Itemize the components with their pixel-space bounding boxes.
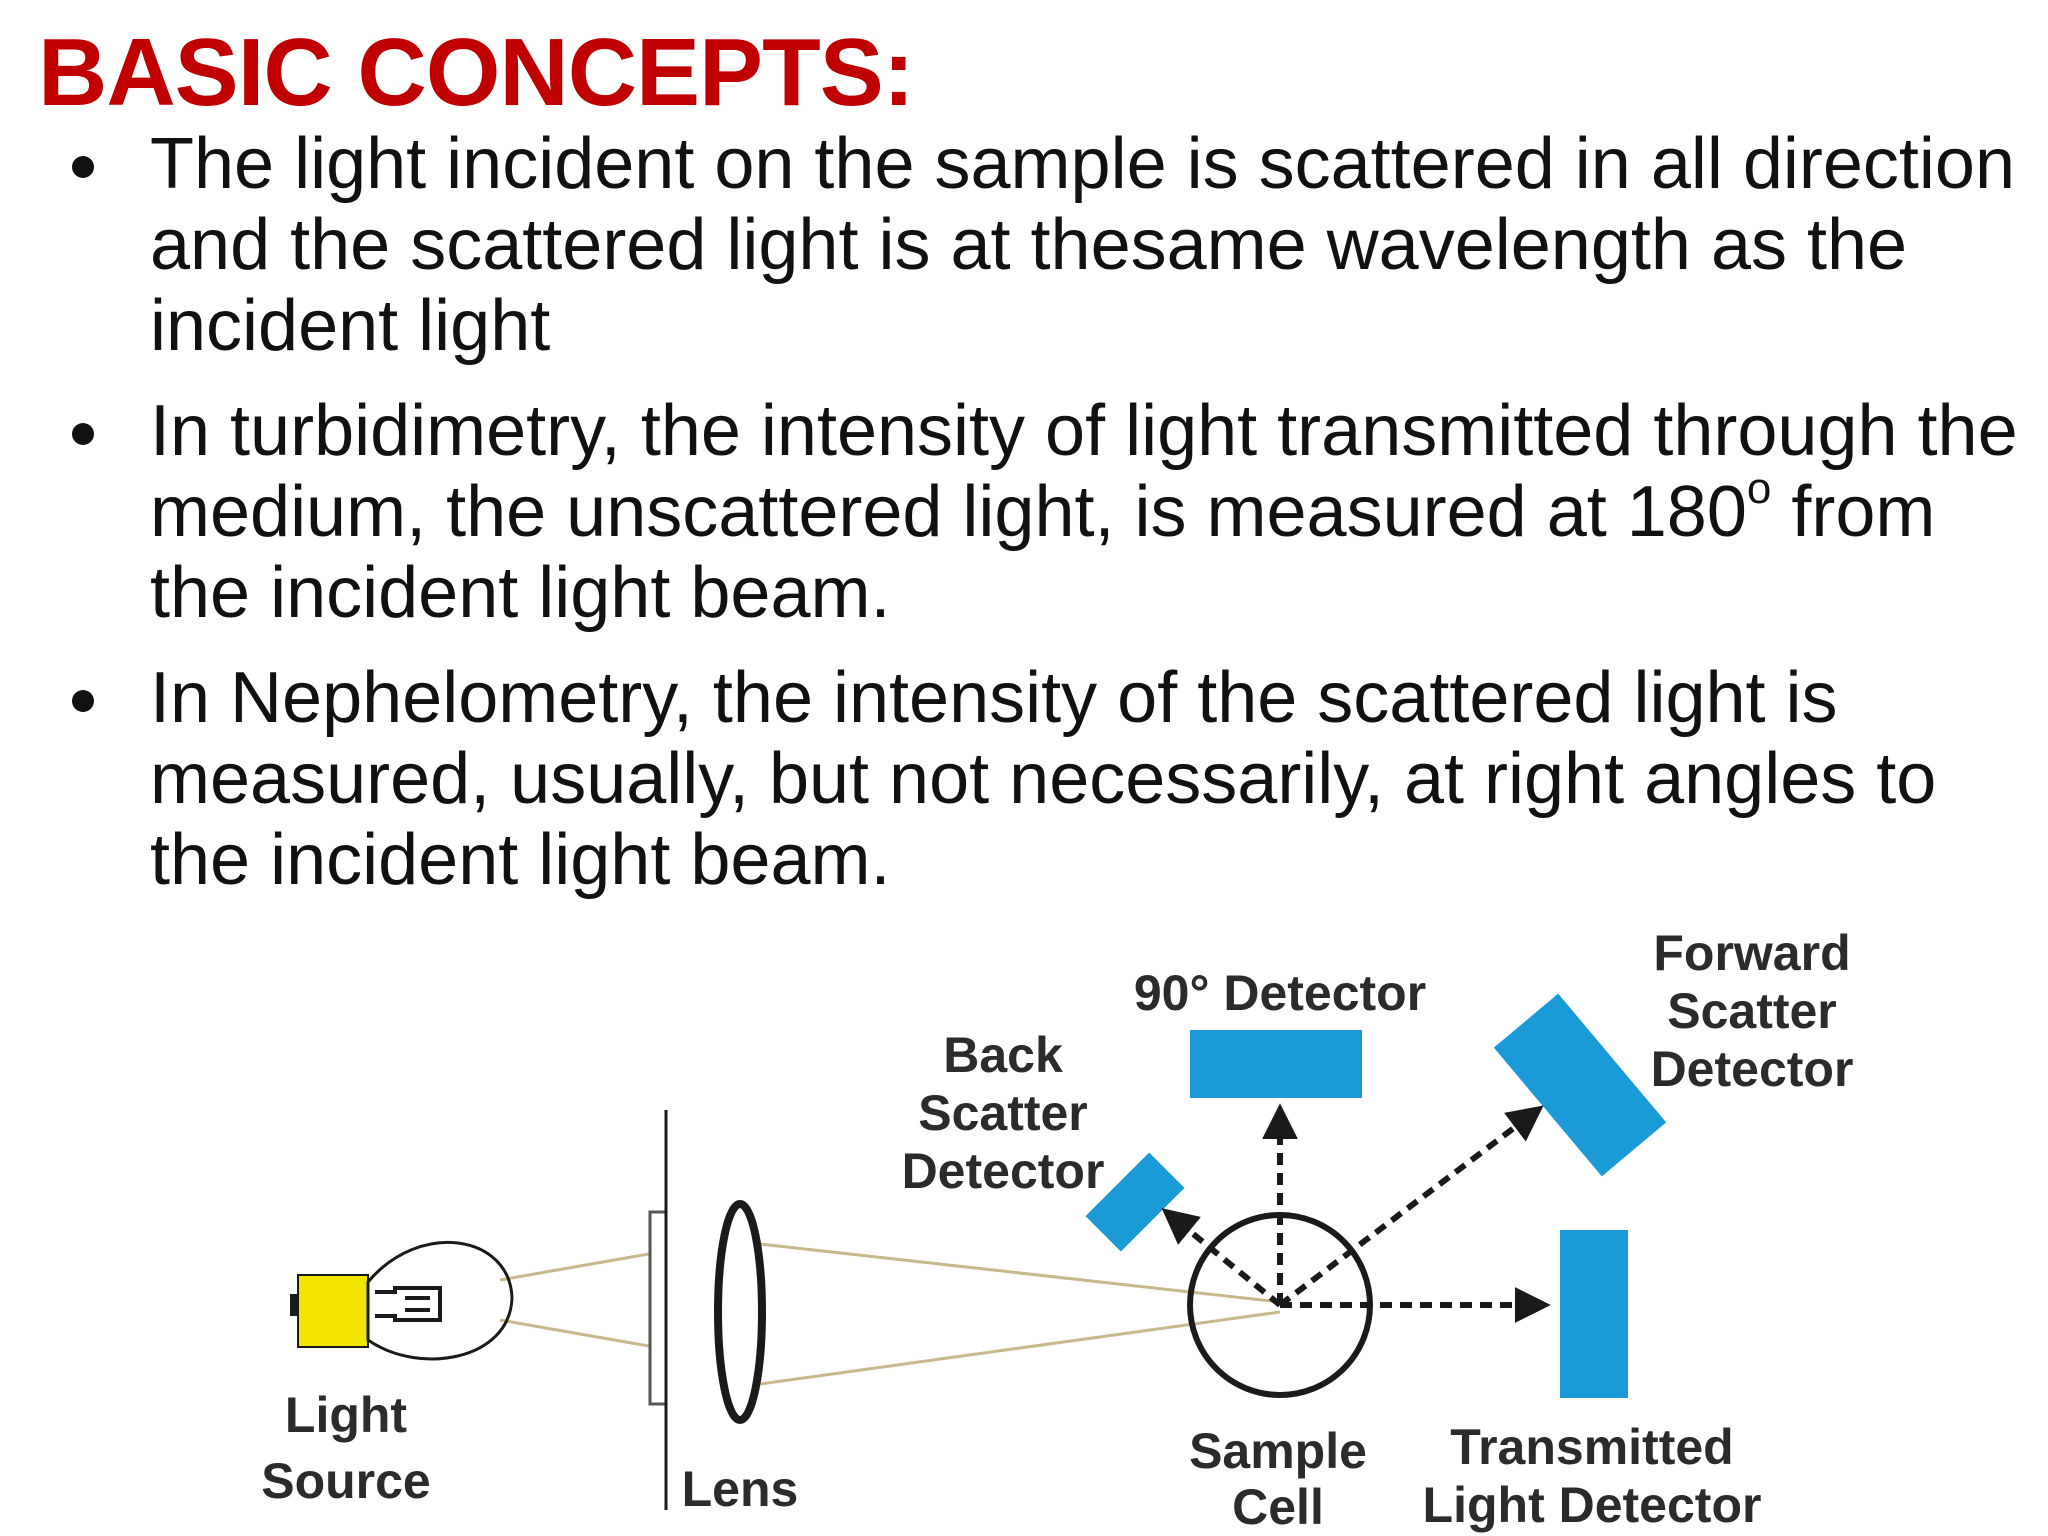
back-scatter-label: Back	[943, 1027, 1063, 1083]
transmitted-detector-label: Transmitted	[1450, 1419, 1733, 1475]
back-scatter-detector	[1085, 1152, 1185, 1252]
bullet-text: In Nephelometry, the intensity of the sc…	[150, 658, 1937, 900]
forward-scatter-label: Detector	[1651, 1041, 1854, 1097]
light-source-icon	[290, 1240, 514, 1361]
bullet-list: The light incident on the sample is scat…	[0, 124, 2048, 925]
transmitted-light-detector	[1560, 1230, 1628, 1398]
scattering-diagram-svg: Light Source Lens Back Scatter Detector …	[261, 925, 1854, 1535]
lens-assembly	[648, 1110, 766, 1510]
sample-cell-label: Cell	[1232, 1479, 1324, 1535]
bullet-text-part: from the incident light beam.	[150, 472, 1936, 633]
forward-scatter-label: Scatter	[1667, 983, 1837, 1039]
scattering-diagram: Light Source Lens Back Scatter Detector …	[0, 920, 2048, 1536]
bullet-text-part: In turbidimetry, the intensity of light …	[150, 391, 2018, 552]
back-scatter-label: Detector	[902, 1143, 1105, 1199]
scatter-arrows	[1161, 1103, 1551, 1323]
slide-title: BASIC CONCEPTS:	[38, 19, 915, 126]
light-source-label: Source	[261, 1453, 431, 1509]
lens-icon	[714, 1200, 766, 1424]
bullet-text: In turbidimetry, the intensity of light …	[150, 391, 2018, 633]
degree-superscript: o	[1746, 464, 1772, 513]
bullet-item: In Nephelometry, the intensity of the sc…	[0, 658, 2048, 901]
bullet-icon	[72, 423, 94, 445]
bullet-icon	[72, 156, 94, 178]
lens-label: Lens	[682, 1461, 799, 1517]
ninety-degree-detector-label: 90° Detector	[1134, 965, 1426, 1021]
light-beam	[499, 1242, 1281, 1386]
back-scatter-label: Scatter	[918, 1085, 1088, 1141]
forward-scatter-label: Forward	[1653, 925, 1850, 981]
sample-cell-label: Sample	[1189, 1423, 1367, 1479]
ninety-degree-detector	[1190, 1030, 1362, 1098]
bullet-icon	[72, 690, 94, 712]
transmitted-detector-label: Light Detector	[1423, 1477, 1762, 1533]
forward-scatter-detector	[1493, 993, 1667, 1177]
light-source-label: Light	[285, 1387, 408, 1443]
bullet-text: The light incident on the sample is scat…	[150, 124, 2016, 366]
bullet-item: The light incident on the sample is scat…	[0, 124, 2048, 367]
bullet-item: In turbidimetry, the intensity of light …	[0, 391, 2048, 634]
